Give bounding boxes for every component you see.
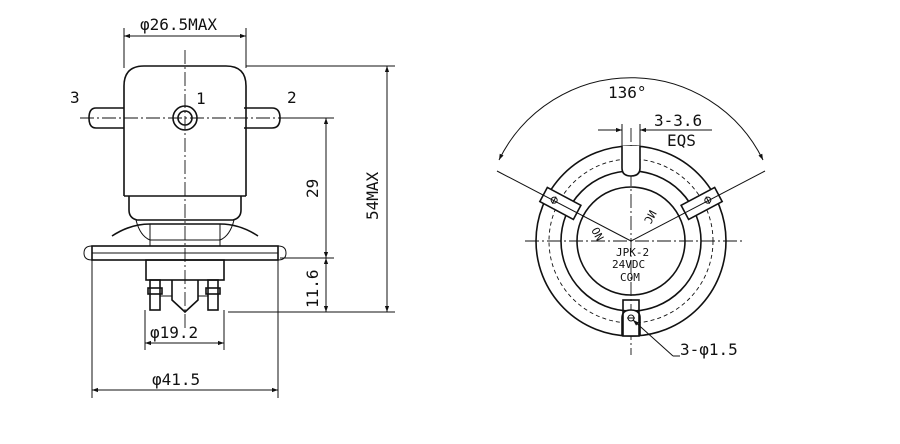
bv-model: JPK-2 (616, 246, 649, 259)
relay-cap-body (123, 65, 247, 196)
pin-label-3: 3 (70, 88, 80, 107)
dim-flange-diameter: φ41.5 (91, 260, 279, 398)
bv-slot-note: EQS (667, 131, 696, 150)
collar-lower (111, 223, 259, 237)
dim-flange-diameter-label: φ41.5 (152, 370, 200, 389)
bv-contact-com: COM (620, 271, 640, 284)
bv-angle-label: 136° (608, 83, 647, 102)
bv-angle-ray-right (630, 170, 766, 242)
flange-left-tab (83, 245, 93, 261)
pin-label-2: 2 (287, 88, 297, 107)
top-screw-inner (177, 110, 193, 126)
side-view: 3 1 2 φ26.5MAX 54MAX 29 11.6 (70, 15, 395, 398)
pin-label-1: 1 (196, 89, 206, 108)
top-screw-outer (172, 105, 198, 131)
dim-top-diameter: φ26.5MAX (123, 15, 247, 68)
bv-hole-leader (632, 319, 674, 357)
bv-contact-on: ON (588, 225, 606, 243)
bottom-view: 136° 3-3.6 EQS 3-φ1.5 ON NC JPK-2 24VDC … (496, 77, 766, 359)
flange-right-tab (277, 245, 287, 261)
dim-terminal-height-label: 11.6 (303, 269, 322, 308)
bottom-terminals (147, 279, 221, 314)
dim-terminal-spacing: φ19.2 (144, 310, 225, 350)
dim-top-diameter-label: φ26.5MAX (140, 15, 217, 34)
bv-slot-label: 3-3.6 (654, 111, 702, 130)
bv-contact-nc: NC (642, 208, 660, 226)
bv-angle-arc (498, 77, 764, 161)
dim-body-height-label: 29 (303, 179, 322, 198)
bv-hole-label: 3-φ1.5 (680, 340, 738, 359)
bv-voltage: 24VDC (612, 258, 645, 271)
bv-core-ring (576, 186, 686, 296)
dim-body-height: 29 (280, 117, 334, 259)
bv-slot-dim: 3-3.6 EQS (598, 111, 712, 150)
collar-groove (135, 219, 235, 241)
terminal-base (145, 259, 225, 281)
right-terminal-pin (244, 107, 281, 129)
left-terminal-pin (88, 107, 124, 129)
dim-total-height: 54MAX (228, 65, 395, 313)
bv-angle-ray-left (496, 170, 632, 242)
dim-terminal-height: 11.6 (303, 258, 329, 312)
collar-upper (128, 196, 242, 221)
bv-slots (538, 146, 724, 337)
dim-terminal-spacing-label: φ19.2 (150, 323, 198, 342)
dim-total-height-label: 54MAX (363, 171, 382, 220)
